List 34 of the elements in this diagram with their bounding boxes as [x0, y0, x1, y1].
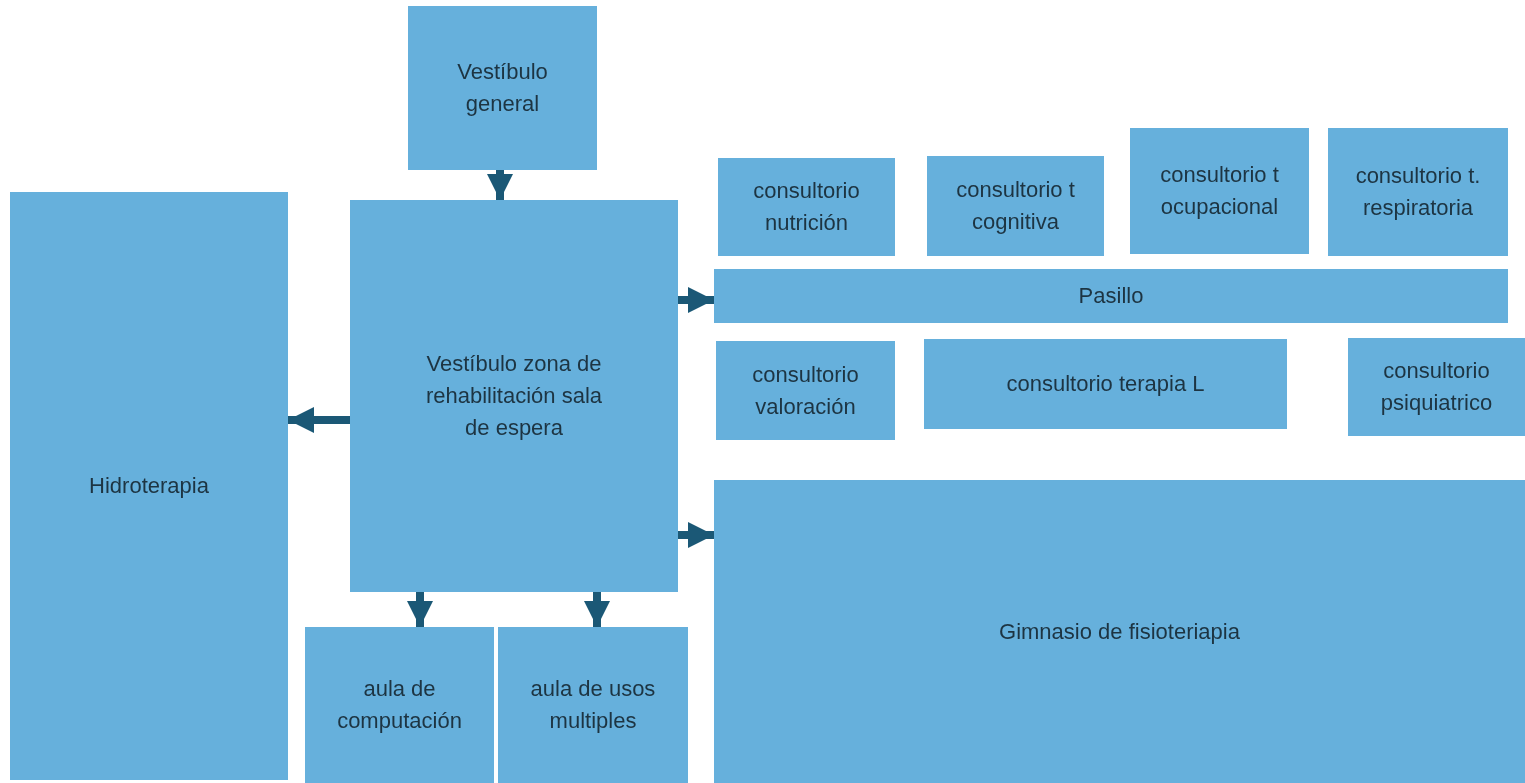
- room-label: aula de computación: [336, 675, 463, 735]
- room-label: Vestíbulo zona de rehabilitación sala de espera: [424, 350, 604, 442]
- room-box: [1328, 128, 1508, 256]
- room-label: consultorio nutrición: [752, 177, 861, 237]
- room-label: Hidroterapia: [89, 472, 209, 501]
- room-box: [924, 339, 1287, 429]
- room-box: [408, 6, 597, 170]
- room-box: [714, 269, 1508, 323]
- room-label: Gimnasio de fisioteriapia: [999, 617, 1240, 646]
- room-box: [350, 200, 678, 592]
- room-box: [718, 158, 895, 256]
- room-box: [305, 627, 494, 783]
- arrow: [407, 592, 433, 627]
- arrow: [288, 407, 350, 433]
- room-box: [927, 156, 1104, 256]
- room-box: [716, 341, 895, 440]
- room-label: Pasillo: [1078, 282, 1144, 311]
- room-label: aula de usos multiples: [529, 675, 657, 735]
- room-label: Vestíbulo general: [456, 58, 549, 118]
- room-label: consultorio valoración: [751, 360, 860, 421]
- arrow: [584, 592, 610, 627]
- arrow: [678, 287, 714, 313]
- room-box: [10, 192, 288, 780]
- room-label: consultorio t cognitiva: [955, 176, 1076, 236]
- arrow: [678, 522, 714, 548]
- room-label: consultorio t ocupacional: [1159, 161, 1280, 221]
- room-box: [1130, 128, 1309, 254]
- room-label: consultorio psiquiatrico: [1379, 357, 1494, 417]
- room-box: [498, 627, 688, 783]
- room-label: consultorio terapia L: [1006, 370, 1205, 399]
- room-label: consultorio t. respiratoria: [1354, 162, 1482, 222]
- room-box: [714, 480, 1525, 783]
- arrow: [487, 170, 513, 200]
- room-box: [1348, 338, 1525, 436]
